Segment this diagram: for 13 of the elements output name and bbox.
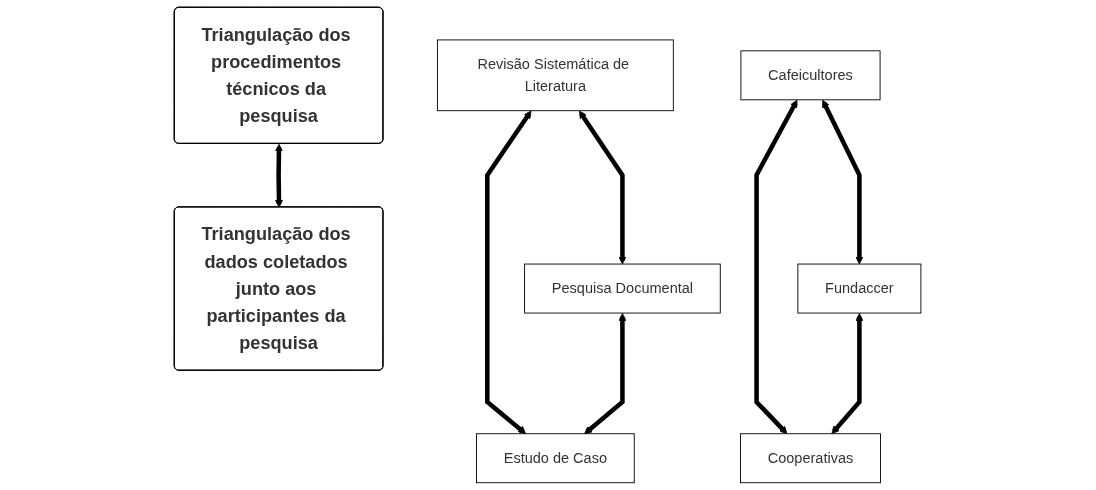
arrow bbox=[485, 110, 532, 435]
arrow bbox=[831, 313, 864, 435]
arrow bbox=[822, 99, 864, 265]
arrow bbox=[275, 143, 284, 208]
arrow bbox=[584, 313, 627, 435]
arrow bbox=[579, 110, 627, 265]
node-box: Revisão Sistemática de Literatura bbox=[437, 39, 675, 112]
node-box: Cafeicultores bbox=[740, 50, 881, 101]
arrow bbox=[754, 99, 798, 435]
node-box: Pesquisa Documental bbox=[524, 263, 722, 314]
node-box: Fundaccer bbox=[797, 263, 922, 314]
node-box: Estudo de Caso bbox=[476, 433, 636, 484]
node-box: Cooperativas bbox=[740, 433, 882, 484]
